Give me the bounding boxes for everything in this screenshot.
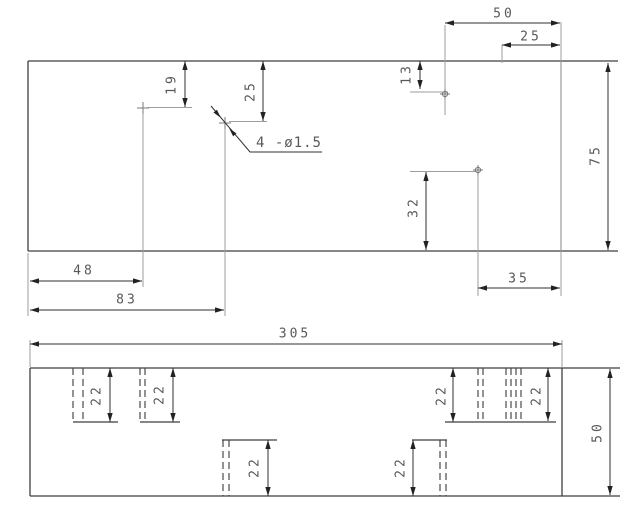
front-view-dimension-lines [30, 341, 613, 496]
slot-bottom-lines [73, 421, 556, 441]
dim-text-22-slot5: 22 [435, 384, 450, 406]
dim-text-32: 32 [407, 196, 422, 218]
dim-text-50-height: 50 [591, 421, 606, 443]
front-view: 305 50 22 22 22 22 22 22 [29, 327, 620, 497]
top-view-outline [27, 60, 618, 252]
top-view-dimension-lines [30, 20, 611, 313]
dim-text-75: 75 [589, 144, 604, 166]
hole-markers [137, 89, 483, 175]
leader-arrow [229, 128, 237, 137]
dim-text-13: 13 [400, 63, 415, 85]
dim-text-48: 48 [73, 264, 95, 279]
front-view-outline [29, 367, 620, 497]
dim-text-22-slot1: 22 [90, 384, 105, 406]
slot-hidden-lines [72, 368, 522, 496]
hole-4-marker [473, 165, 483, 175]
dim-text-35: 35 [508, 272, 530, 287]
dim-text-22-slot4: 22 [394, 456, 409, 478]
dim-text-19: 19 [165, 73, 180, 95]
top-view-extension-lines [27, 22, 562, 316]
top-view: 19 25 13 50 25 75 32 35 48 83 4 -ø1.5 [27, 7, 618, 316]
dim-text-83: 83 [116, 293, 138, 308]
dim-text-22-slot3: 22 [248, 456, 263, 478]
hole-1-marker [137, 102, 149, 114]
leader-arrow [213, 109, 221, 118]
dim-text-22-slot2: 22 [153, 383, 168, 405]
dim-text-22-slot6: 22 [530, 384, 545, 406]
hole-3-marker [440, 89, 450, 99]
hole-note-text: 4 -ø1.5 [256, 135, 322, 151]
hole-note-leader [210, 105, 322, 153]
dim-text-25-hole2: 25 [244, 80, 259, 102]
dim-text-50: 50 [493, 7, 515, 22]
leader-line [210, 105, 322, 153]
dim-text-305: 305 [279, 327, 311, 342]
dim-text-25-right: 25 [520, 30, 542, 45]
